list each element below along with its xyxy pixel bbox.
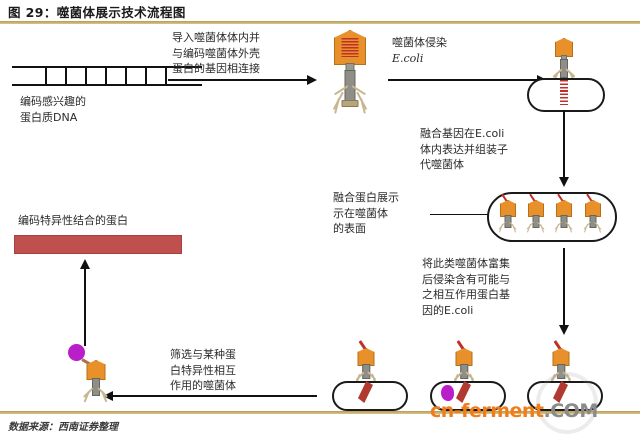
watermark-brand: cn-ferment — [430, 400, 544, 422]
bacteriophage-icon — [547, 340, 575, 384]
arrow-screen-binders — [103, 391, 317, 400]
step-express-label: 融合基因在E.coli 体内表达并组装子 代噬菌体 — [420, 127, 508, 171]
bottom-divider-rule — [0, 411, 640, 414]
arrow-fusion-expression — [559, 110, 568, 187]
step-display-label: 融合蛋白展示 示在噬菌体 的表面 — [333, 191, 399, 235]
arrow-insert-gene — [168, 75, 317, 84]
step-insert-label: 导入噬菌体体内并 与编码噬菌体外壳 蛋白的基因相连接 — [172, 31, 260, 75]
dna-ladder-icon — [12, 66, 202, 86]
bacteriophage-icon — [352, 340, 380, 384]
step-infect-label-2: E.coli — [392, 52, 424, 65]
bacteriophage-icon — [551, 193, 577, 234]
watermark-ring-icon — [536, 372, 598, 434]
arrow-enrich-reinfect — [559, 248, 568, 335]
protein-gene-bar — [14, 235, 182, 254]
figure-title: 图 29：噬菌体展示技术流程图 — [8, 5, 186, 20]
step-screen-label: 筛选与某种蛋 白特异性相互 作用的噬菌体 — [170, 348, 236, 392]
bacteriophage-icon — [320, 30, 380, 116]
arrow-phage-infects — [388, 75, 547, 84]
step-enrich-label: 将此类噬菌体富集 后侵染含有可能与 之相互作用蛋白基 因的E.coli — [422, 257, 510, 317]
dna-caption: 编码感兴趣的 蛋白质DNA — [20, 95, 86, 124]
watermark-tld: .COM — [543, 400, 599, 422]
bacteriophage-icon — [523, 193, 549, 234]
target-protein-dot — [441, 385, 454, 401]
bacteriophage-icon — [68, 344, 116, 404]
watermark: cn-ferment.COM — [430, 400, 598, 422]
bacteriophage-icon — [495, 193, 521, 234]
leader-line-display — [430, 214, 488, 216]
bacteriophage-icon — [450, 340, 478, 384]
protein-caption: 编码特异性结合的蛋白 — [18, 214, 128, 227]
arrow-encoded-protein — [80, 259, 89, 346]
top-divider-rule — [0, 21, 640, 24]
bacteriophage-icon — [544, 38, 584, 84]
target-protein-dot — [68, 344, 85, 361]
source-note: 数据来源：西南证券整理 — [8, 422, 118, 433]
injected-dna-icon — [560, 80, 568, 105]
bacteriophage-icon — [580, 193, 606, 234]
step-infect-label-1: 噬菌体侵染 — [392, 36, 447, 49]
